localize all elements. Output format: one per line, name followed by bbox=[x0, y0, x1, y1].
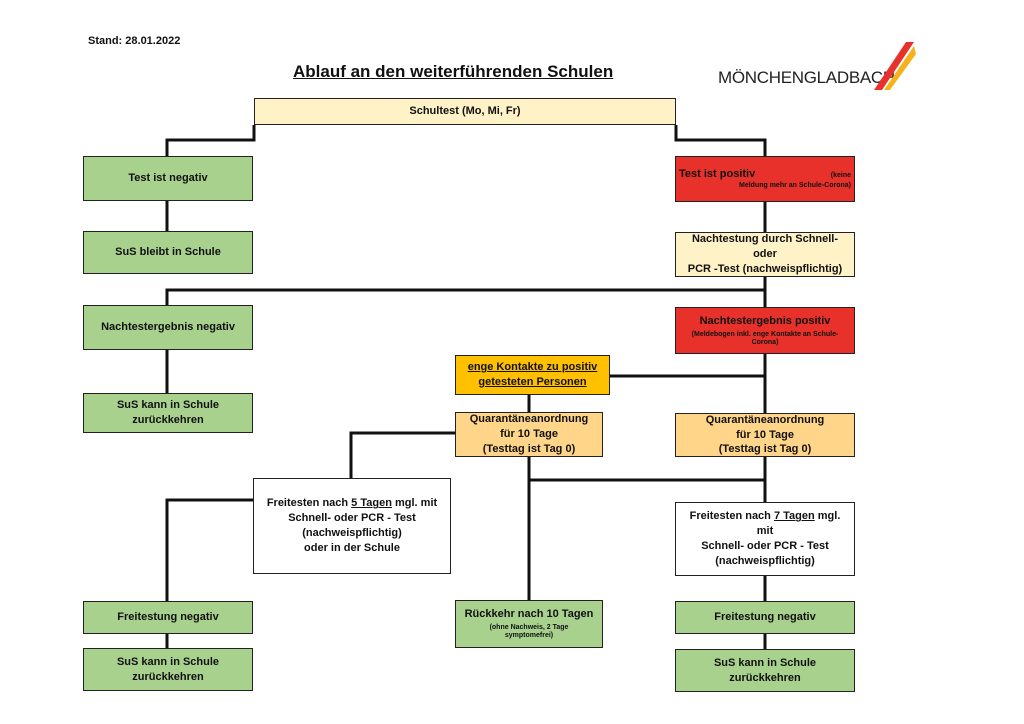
schultest-label: Schultest (Mo, Mi, Fr) bbox=[409, 105, 521, 118]
freitestung-negativ-rechts-box: Freitestung negativ bbox=[675, 601, 855, 634]
page-title: Ablauf an den weiterführenden Schulen bbox=[293, 62, 614, 81]
nachtestergebnis-positiv-box: Nachtestergebnis positiv (Meldebogen ink… bbox=[675, 307, 855, 354]
sus-kann-rechts-line-1: SuS kann in Schule bbox=[713, 656, 817, 669]
rueckkehr-note-1: (ohne Nachweis, 2 Tage bbox=[489, 624, 569, 632]
test-positiv-label: Test ist positiv bbox=[679, 168, 756, 181]
enge-kontakte-box: enge Kontakte zu positiv getesteten Pers… bbox=[455, 355, 610, 395]
freitesten-5-line-3: (nachweispflichtig) bbox=[302, 527, 402, 539]
freitesten-5-line-4: oder in der Schule bbox=[304, 541, 400, 554]
sus-bleibt-label: SuS bleibt in Schule bbox=[115, 246, 221, 259]
city-logo: MÖNCHENGLADBACH bbox=[718, 40, 918, 92]
freitesten-5-text-a: Freitesten nach bbox=[266, 497, 352, 510]
connector-freitesten5-negativ bbox=[165, 498, 253, 601]
test-positiv-note-b: Meldung mehr an Schule-Corona) bbox=[738, 182, 851, 190]
freitesten-5-days: 5 Tagen bbox=[351, 497, 392, 510]
sus-kann-links-line-2: zurückkehren bbox=[132, 670, 204, 683]
freitesten-7-days: 7 Tagen bbox=[773, 510, 815, 523]
test-negativ-label: Test ist negativ bbox=[128, 172, 208, 185]
enge-kontakte-line-1: enge Kontakte zu positiv bbox=[467, 361, 598, 374]
quarantaene-rechts-box: Quarantäneanordnung für 10 Tage (Testtag… bbox=[675, 413, 855, 457]
freitesten-7-text-c: mgl. mit bbox=[756, 510, 841, 538]
quarantaene-rechts-line-3: (Testtag ist Tag 0) bbox=[718, 443, 812, 456]
freitesten-7-line-1: Freitesten nach 7 Tagen mgl. mit bbox=[680, 509, 850, 539]
connector-schultest-positiv bbox=[674, 125, 767, 156]
enge-kontakte-line-2: getesteten Personen bbox=[478, 376, 587, 388]
rueckkehr-box: Rückkehr nach 10 Tagen (ohne Nachweis, 2… bbox=[455, 600, 603, 648]
freitesten-5-box: Freitesten nach 5 Tagen mgl. mit Schnell… bbox=[253, 478, 451, 574]
sus-kann-links-box: SuS kann in Schule zurückkehren bbox=[83, 648, 253, 691]
quarantaene-rechts-line-1: Quarantäneanordnung bbox=[705, 413, 825, 426]
freitesten-7-box: Freitesten nach 7 Tagen mgl. mit Schnell… bbox=[675, 502, 855, 576]
freitesten-5-line-2: Schnell- oder PCR - Test bbox=[288, 512, 416, 525]
test-negativ-box: Test ist negativ bbox=[83, 156, 253, 201]
freitesten-7-line-3: (nachweispflichtig) bbox=[715, 554, 815, 567]
freitesten-7-line-2: Schnell- oder PCR - Test bbox=[701, 540, 829, 552]
freitesten-7-text-a: Freitesten nach bbox=[689, 510, 774, 523]
nachtestung-box: Nachtestung durch Schnell- oder PCR -Tes… bbox=[675, 232, 855, 277]
test-positiv-note-a: (keine bbox=[830, 172, 851, 180]
quarantaene-links-line-2: für 10 Tage bbox=[500, 428, 558, 441]
connector-schultest-negativ bbox=[165, 125, 256, 156]
sus-kann-links-line-1: SuS kann in Schule bbox=[116, 655, 220, 668]
quarantaene-links-box: Quarantäneanordnung für 10 Tage (Testtag… bbox=[455, 412, 603, 457]
sus-bleibt-box: SuS bleibt in Schule bbox=[83, 231, 253, 274]
freitesten-5-text-c: mgl. mit bbox=[391, 497, 438, 510]
quarantaene-links-line-3: (Testtag ist Tag 0) bbox=[482, 442, 576, 455]
connector-quarantaene-freitesten5 bbox=[349, 431, 455, 478]
sus-kann-rechts-box: SuS kann in Schule zurückkehren bbox=[675, 649, 855, 692]
nachtestung-line-1: Nachtestung durch Schnell- oder bbox=[691, 233, 839, 261]
logo-text: MÖNCHENGLADBACH bbox=[718, 68, 895, 87]
schultest-box: Schultest (Mo, Mi, Fr) bbox=[254, 98, 676, 125]
nachtestung-line-2: PCR -Test (nachweispflichtig) bbox=[687, 262, 843, 275]
rueckkehr-note-2: symptomefrei) bbox=[504, 632, 554, 640]
freitestung-negativ-links-box: Freitestung negativ bbox=[83, 601, 253, 634]
sus-kann-zurueck-line-2: zurückkehren bbox=[132, 414, 204, 426]
rueckkehr-label: Rückkehr nach 10 Tagen bbox=[464, 608, 594, 621]
nachtestergebnis-positiv-label: Nachtestergebnis positiv bbox=[699, 314, 831, 327]
quarantaene-links-line-1: Quarantäneanordnung bbox=[469, 413, 589, 426]
freitestung-negativ-rechts-label: Freitestung negativ bbox=[714, 611, 816, 624]
freitesten-5-line-1: Freitesten nach 5 Tagen mgl. mit bbox=[267, 496, 437, 511]
stand-date: Stand: 28.01.2022 bbox=[88, 35, 181, 47]
nachtestergebnis-negativ-label: Nachtestergebnis negativ bbox=[101, 321, 235, 334]
quarantaene-rechts-line-2: für 10 Tage bbox=[736, 428, 794, 441]
connector-split-negativ bbox=[165, 288, 765, 305]
sus-kann-zurueck-box: SuS kann in Schule zurückkehren bbox=[83, 393, 253, 433]
sus-kann-zurueck-line-1: SuS kann in Schule bbox=[116, 399, 220, 412]
test-positiv-box: Test ist positiv (keine Meldung mehr an … bbox=[675, 156, 855, 202]
freitestung-negativ-links-label: Freitestung negativ bbox=[117, 611, 219, 624]
logo-stripes-icon bbox=[874, 42, 916, 90]
nachtestergebnis-negativ-box: Nachtestergebnis negativ bbox=[83, 305, 253, 350]
nachtestergebnis-positiv-note: (Meldebogen inkl. enge Kontakte an Schul… bbox=[691, 330, 839, 346]
sus-kann-rechts-line-2: zurückkehren bbox=[729, 671, 801, 684]
